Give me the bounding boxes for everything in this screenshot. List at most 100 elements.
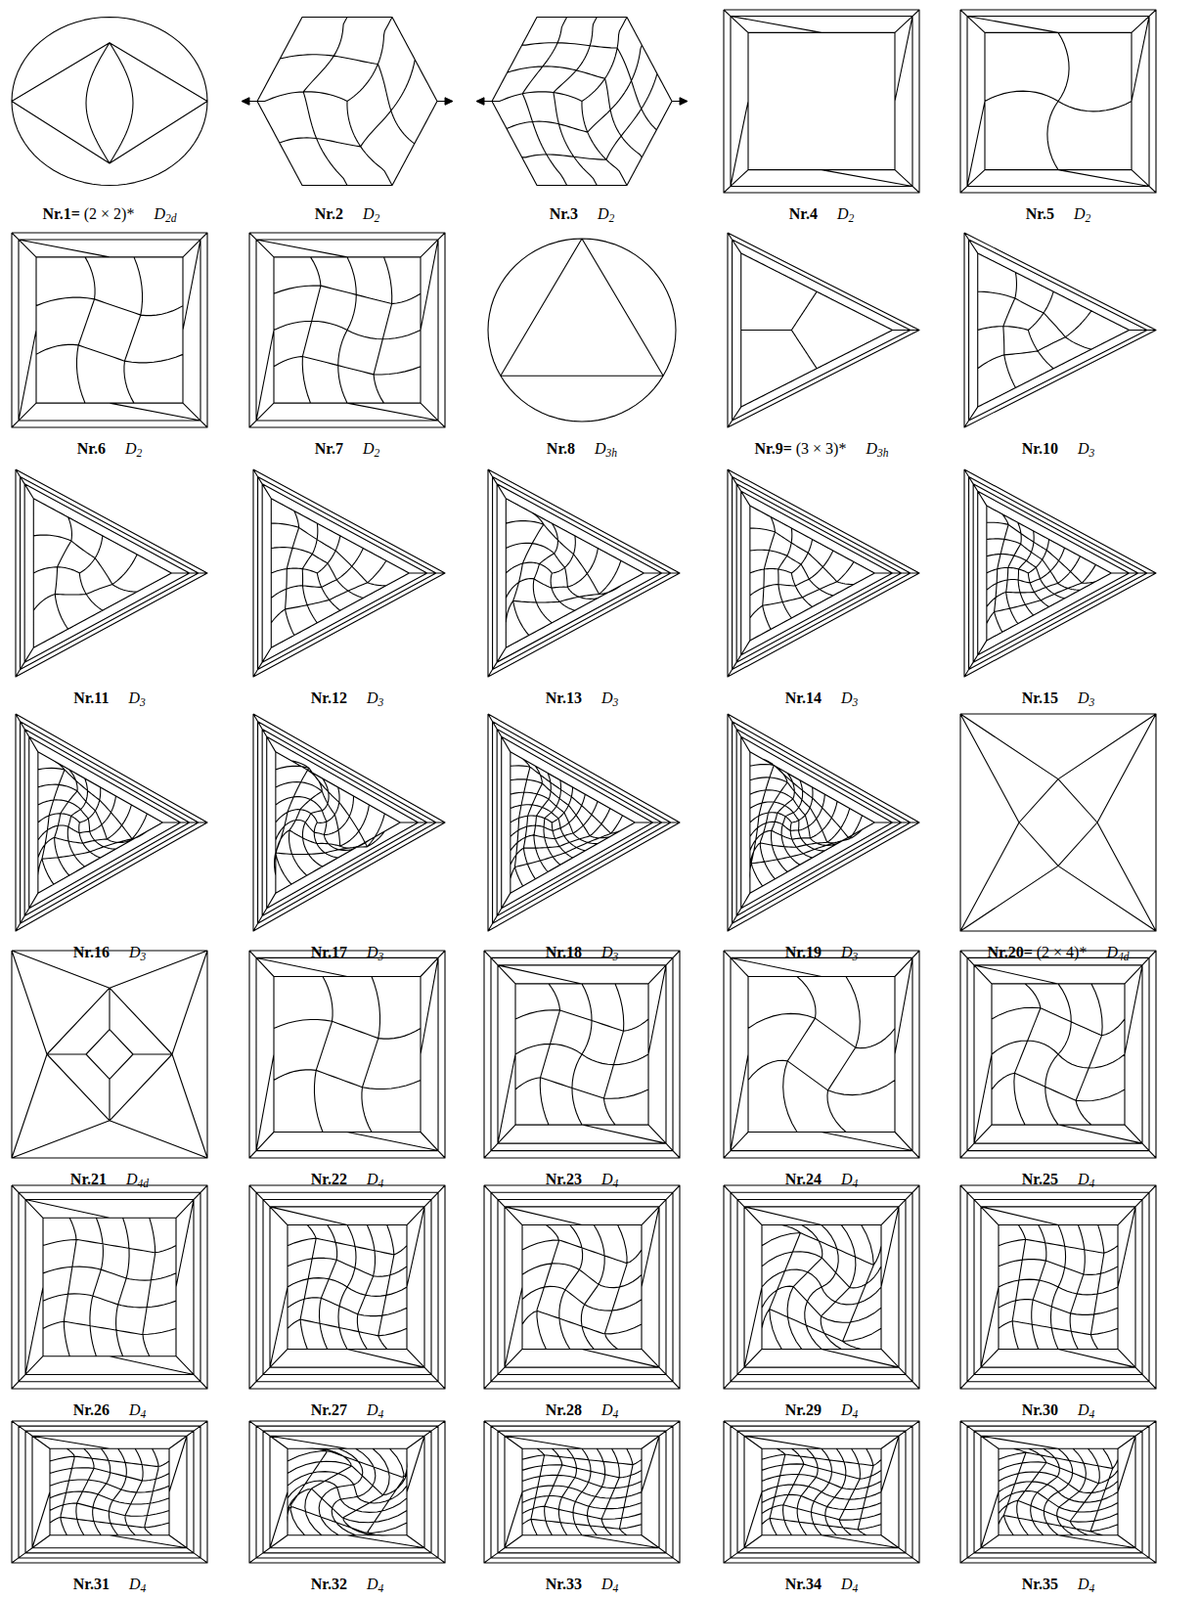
graph-drawing: [723, 9, 920, 193]
symmetry-group: D4: [601, 1170, 619, 1189]
symmetry-group: D3: [366, 689, 384, 708]
symmetry-group: D4: [841, 1170, 858, 1189]
figure-number: Nr.31: [73, 1575, 110, 1594]
symmetry-group: D4: [1077, 1170, 1095, 1189]
graph-drawing: [960, 713, 1156, 932]
figure-number: Nr.3: [549, 205, 578, 223]
graph-drawing: [727, 232, 920, 428]
graph-drawing: [15, 469, 208, 677]
figure-number: Nr.32: [311, 1575, 348, 1594]
figure-number: Nr.5: [1025, 205, 1055, 223]
symmetry-group: D3: [841, 689, 858, 708]
symmetry-group: D3: [366, 943, 384, 962]
figure-caption: Nr.34D4: [713, 1575, 930, 1594]
symmetry-group: D3: [601, 689, 619, 708]
graph-drawing: [249, 232, 445, 428]
figure-caption: Nr.15D3: [950, 689, 1166, 708]
symmetry-group: D2: [597, 205, 615, 223]
figure-caption: Nr.18 D3: [474, 943, 690, 962]
figure-caption: Nr.7D2: [239, 440, 455, 458]
graph-drawing: [253, 713, 445, 932]
graph-drawing: [11, 232, 208, 428]
figure-number: Nr.23: [545, 1170, 582, 1189]
figure-caption: Nr.16D3: [1, 943, 218, 962]
graph-drawing: [727, 713, 920, 932]
figure-number: Nr.29: [785, 1401, 822, 1420]
graph-drawing: [723, 1185, 920, 1389]
figure-number: Nr.21: [70, 1170, 107, 1189]
symmetry-group: D4d: [1106, 943, 1129, 962]
figure-number: Nr.20= (2 × 4)*: [986, 943, 1087, 962]
figure-caption: Nr.5 D2: [950, 205, 1166, 223]
graph-drawing: [488, 238, 676, 422]
figure-number: Nr.19: [785, 943, 822, 962]
symmetry-group: D2d: [153, 205, 177, 223]
figure-number: Nr.25: [1022, 1170, 1059, 1189]
symmetry-group: D4: [366, 1575, 384, 1594]
graph-drawing: [249, 1421, 445, 1563]
symmetry-group: D3: [841, 943, 858, 962]
arrow-head: [476, 97, 688, 105]
symmetry-group: D4: [366, 1401, 384, 1420]
graph-drawing: [11, 16, 208, 185]
graph-drawing: [723, 950, 920, 1158]
graph-drawing: [488, 469, 680, 677]
graph-drawing: [488, 713, 680, 932]
figure-caption: Nr.17 D3: [239, 943, 455, 962]
figure-caption: Nr.28D4: [474, 1401, 690, 1420]
figure-caption: Nr.12D3: [239, 689, 455, 708]
graph-drawing: [960, 1185, 1156, 1389]
graph-drawing: [253, 469, 445, 677]
symmetry-group: D4: [129, 1401, 146, 1420]
symmetry-group: D4: [841, 1575, 858, 1594]
figure-caption: Nr.22D4: [239, 1170, 455, 1189]
figure-number: Nr.24: [785, 1170, 822, 1189]
figure-number: Nr.8: [546, 440, 576, 458]
figure-number: Nr.11: [73, 689, 109, 708]
graph-drawing: [484, 1185, 680, 1389]
symmetry-group: D2: [125, 440, 142, 458]
graph-drawing: [11, 1185, 208, 1389]
figure-caption: Nr.31 D4: [1, 1575, 218, 1594]
graph-drawing: [723, 1421, 920, 1563]
symmetry-group: D4d: [126, 1170, 149, 1189]
figure-caption: Nr.25 D4: [950, 1170, 1166, 1189]
figure-caption: Nr.27 D4: [239, 1401, 455, 1420]
figure-number: Nr.15: [1022, 689, 1059, 708]
graph-drawing: [249, 950, 445, 1158]
figure-number: Nr.17: [311, 943, 348, 962]
figure-number: Nr.2: [314, 205, 344, 223]
figure-caption: Nr.6 D2: [1, 440, 218, 458]
figure-caption: Nr.32 D4: [239, 1575, 455, 1594]
symmetry-group: D2: [1073, 205, 1091, 223]
graph-drawing: [960, 950, 1156, 1158]
symmetry-group: D3: [128, 689, 145, 708]
symmetry-group: D3h: [594, 440, 618, 458]
graph-drawing: [484, 950, 680, 1158]
symmetry-group: D3: [601, 943, 619, 962]
symmetry-group: D4: [129, 1575, 146, 1594]
figure-number: Nr.9= (3 × 3)*: [754, 440, 846, 458]
graph-drawing: [245, 16, 449, 185]
graph-drawing: [484, 1421, 680, 1563]
figure-number: Nr.6: [77, 440, 106, 458]
figure-number: Nr.33: [545, 1575, 582, 1594]
figure-number: Nr.7: [314, 440, 344, 458]
symmetry-group: D2: [837, 205, 854, 223]
figure-caption: Nr.1= (2 × 2)*D2d: [1, 205, 218, 223]
figure-caption: Nr.21 D4d: [1, 1170, 218, 1189]
figure-number: Nr.35: [1022, 1575, 1059, 1594]
graph-drawing: [11, 950, 208, 1158]
figure-number: Nr.13: [545, 689, 582, 708]
figure-caption: Nr.26D4: [1, 1401, 218, 1420]
figure-number: Nr.27: [311, 1401, 348, 1420]
figure-caption: Nr.29D4: [713, 1401, 930, 1420]
graph-drawing: [964, 232, 1156, 428]
symmetry-group: D2: [362, 205, 380, 223]
figure-caption: Nr.20= (2 × 4)* D4d: [950, 943, 1166, 962]
figure-caption: Nr.8 D3h: [474, 440, 690, 458]
figure-number: Nr.18: [545, 943, 582, 962]
figure-number: Nr.14: [785, 689, 822, 708]
figure-caption: Nr.35D4: [950, 1575, 1166, 1594]
